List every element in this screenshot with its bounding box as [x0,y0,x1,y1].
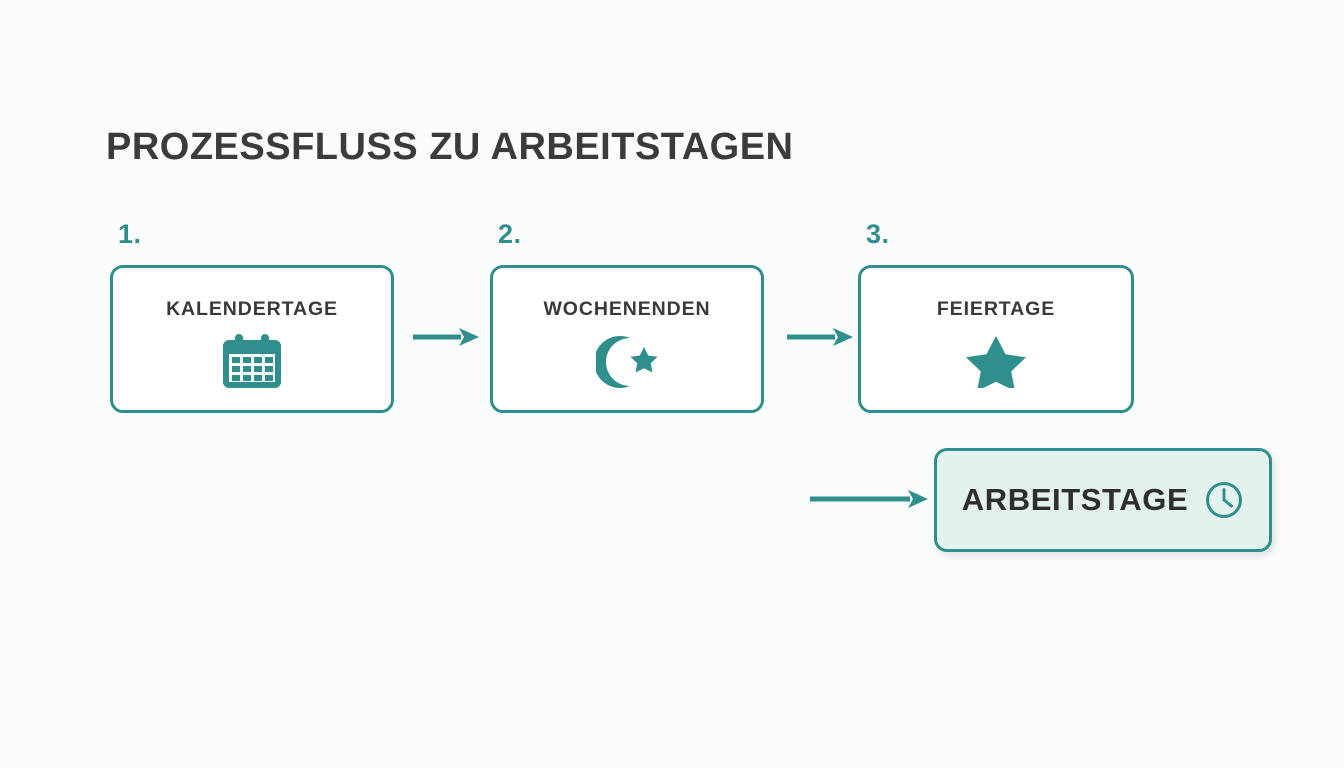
flow-stage-weekends[interactable]: 2. WOCHENENDEN [490,219,764,413]
stage-label-1: KALENDERTAGE [166,298,338,320]
stage-box-2[interactable]: WOCHENENDEN [490,265,764,413]
page-title: PROZESSFLUSS ZU ARBEITSTAGEN [106,126,794,168]
calendar-icon [221,334,283,390]
stage-label-2: WOCHENENDEN [543,298,711,320]
flow-stage-holidays[interactable]: 3. FEIERTAGE [858,219,1134,413]
stage-label-3: FEIERTAGE [936,298,1056,320]
flow-stage-calendar-days[interactable]: 1. KALENDERTAGE [110,219,394,413]
stage-number-3: 3. [866,219,890,249]
crescent-moon-star-icon [594,334,658,390]
stage-number-2: 2. [498,219,522,249]
stage-box-1[interactable]: KALENDERTAGE [110,265,394,413]
arrow-stage-1-to-2 [411,325,481,349]
stage-box-3[interactable]: FEIERTAGE [858,265,1134,413]
stage-number-1: 1. [118,219,142,249]
result-label: ARBEITSTAGE [961,482,1189,517]
flow-result-working-days[interactable]: ARBEITSTAGE [934,448,1272,552]
clock-icon [1204,480,1244,520]
arrow-stage-2-to-3 [785,325,855,349]
arrow-stage-3-to-result [808,487,930,511]
star-icon [965,334,1027,391]
